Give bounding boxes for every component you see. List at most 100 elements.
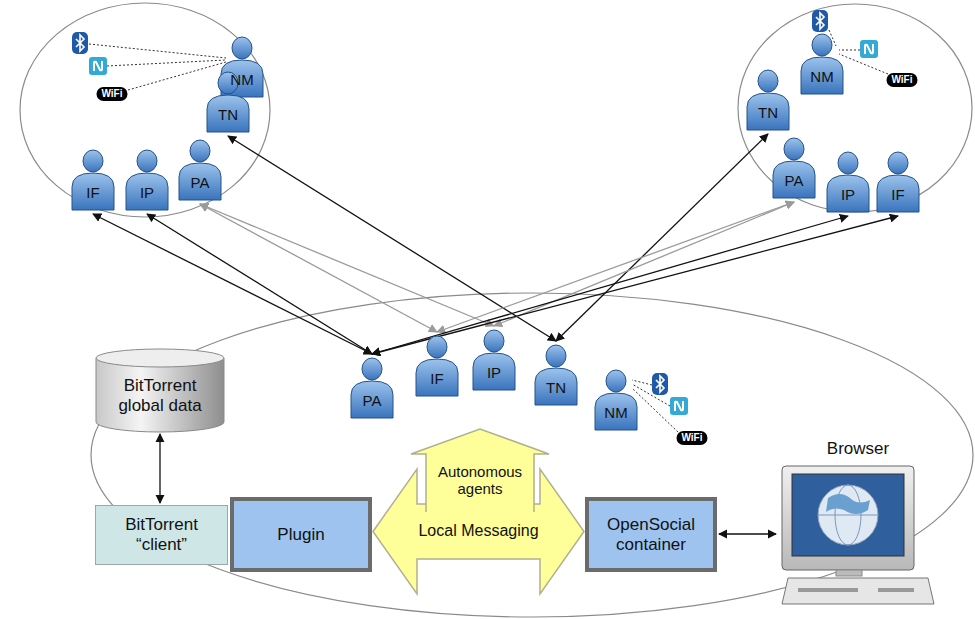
agent-body (747, 93, 789, 130)
agent-label: PA (785, 172, 804, 189)
globe (818, 485, 878, 545)
bluetooth-icon (72, 32, 88, 54)
agent-icon (177, 139, 223, 201)
agent-label: TN (546, 379, 566, 396)
agent-head (218, 72, 238, 94)
dotted-link (107, 60, 226, 66)
agent-icon (70, 149, 116, 211)
agent-body (877, 175, 919, 212)
agent-icon (471, 329, 517, 391)
agent-icon (825, 151, 871, 213)
agent-icon (533, 344, 579, 406)
agent-icon (414, 335, 460, 397)
agent-label: IF (86, 184, 99, 201)
connector-arrow (147, 214, 372, 354)
wireless-links (89, 30, 888, 432)
computer-base (782, 578, 934, 604)
agent-label: IP (841, 186, 855, 203)
agent-icon (771, 137, 817, 199)
connector-arrow (93, 214, 372, 354)
nfc-icon (89, 57, 107, 75)
agent-label: NM (810, 68, 833, 85)
agent-icon (799, 33, 845, 95)
agent-body (72, 173, 114, 210)
double-arrow-body (373, 469, 584, 594)
agent-icon (349, 357, 395, 419)
agent-body (595, 393, 637, 430)
process-box: OpenSocial container (585, 497, 717, 572)
agent-head (190, 140, 210, 162)
cylinder-top (96, 349, 224, 367)
agent-label: IP (140, 184, 154, 201)
agent-icon (875, 151, 921, 213)
agent-figure: TN (533, 344, 579, 406)
connector-arrow (719, 533, 776, 534)
dotted-link (839, 50, 860, 51)
agent-figure: PA (771, 137, 817, 199)
node-label: Plugin (277, 525, 324, 545)
agent-body (801, 57, 843, 94)
wifi-logo-text: WiFi (886, 73, 917, 87)
agent-label: TN (218, 106, 238, 123)
agent-head (758, 70, 778, 92)
agent-head (546, 345, 566, 367)
globe-land (826, 494, 870, 514)
dotted-link (89, 44, 226, 58)
monitor-frame (782, 466, 914, 570)
agent-figure: PA (177, 139, 223, 201)
agent-body (351, 381, 393, 418)
agent-head (427, 336, 447, 358)
agent-figure: NM (593, 369, 639, 431)
bluetooth-icon (812, 10, 828, 32)
process-box: Plugin (230, 497, 372, 572)
node-heading: Browser (827, 438, 889, 459)
process-box: BitTorrent “client” (95, 505, 228, 565)
agent-head (606, 370, 626, 392)
group-outline (20, 3, 270, 217)
connector-arrow (556, 134, 768, 341)
agent-icon (593, 369, 639, 431)
dotted-link (632, 380, 652, 385)
group-outline (91, 293, 973, 617)
up-arrow-stroke (411, 429, 549, 512)
agent-label: PA (191, 174, 210, 191)
connector-arrow (372, 216, 898, 354)
agent-body (827, 175, 869, 212)
agent-body (773, 161, 815, 198)
agent-figure: PA (349, 357, 395, 419)
agent-figure: IF (70, 149, 116, 211)
agent-head (888, 152, 908, 174)
agent-body (126, 173, 168, 210)
agent-body (535, 368, 577, 405)
dotted-link (128, 62, 226, 90)
computer-drawing (778, 438, 938, 610)
agent-figure: IF (875, 151, 921, 213)
wifi-logo-text: WiFi (96, 87, 127, 101)
up-arrow-fill (411, 429, 549, 512)
agent-label: NM (604, 404, 627, 421)
agent-body (179, 163, 221, 200)
agent-figure: IP (124, 149, 170, 211)
agent-figure: NM (799, 33, 845, 95)
agent-head (484, 330, 504, 352)
node-label: BitTorrent “client” (102, 515, 221, 554)
node-label: Local Messaging (418, 522, 538, 540)
agent-icon (745, 69, 791, 131)
agent-label: IP (487, 364, 501, 381)
agent-label: PA (363, 392, 382, 409)
up-arrow-shape: Autonomous agents (410, 428, 550, 512)
node-label: BitTorrent global data (103, 376, 217, 415)
agent-label: NM (230, 71, 253, 88)
group-outline (738, 4, 972, 212)
globe-equator (818, 515, 878, 516)
agent-head (784, 138, 804, 160)
agent-body (473, 353, 515, 390)
agent-body (416, 359, 458, 396)
agent-figure: IP (825, 151, 871, 213)
node-label: Autonomous agents (428, 463, 532, 498)
nfc-icon (670, 397, 688, 415)
node-label: OpenSocial container (595, 515, 707, 554)
connector-arrow (200, 204, 437, 332)
connector-arrow (494, 202, 794, 326)
